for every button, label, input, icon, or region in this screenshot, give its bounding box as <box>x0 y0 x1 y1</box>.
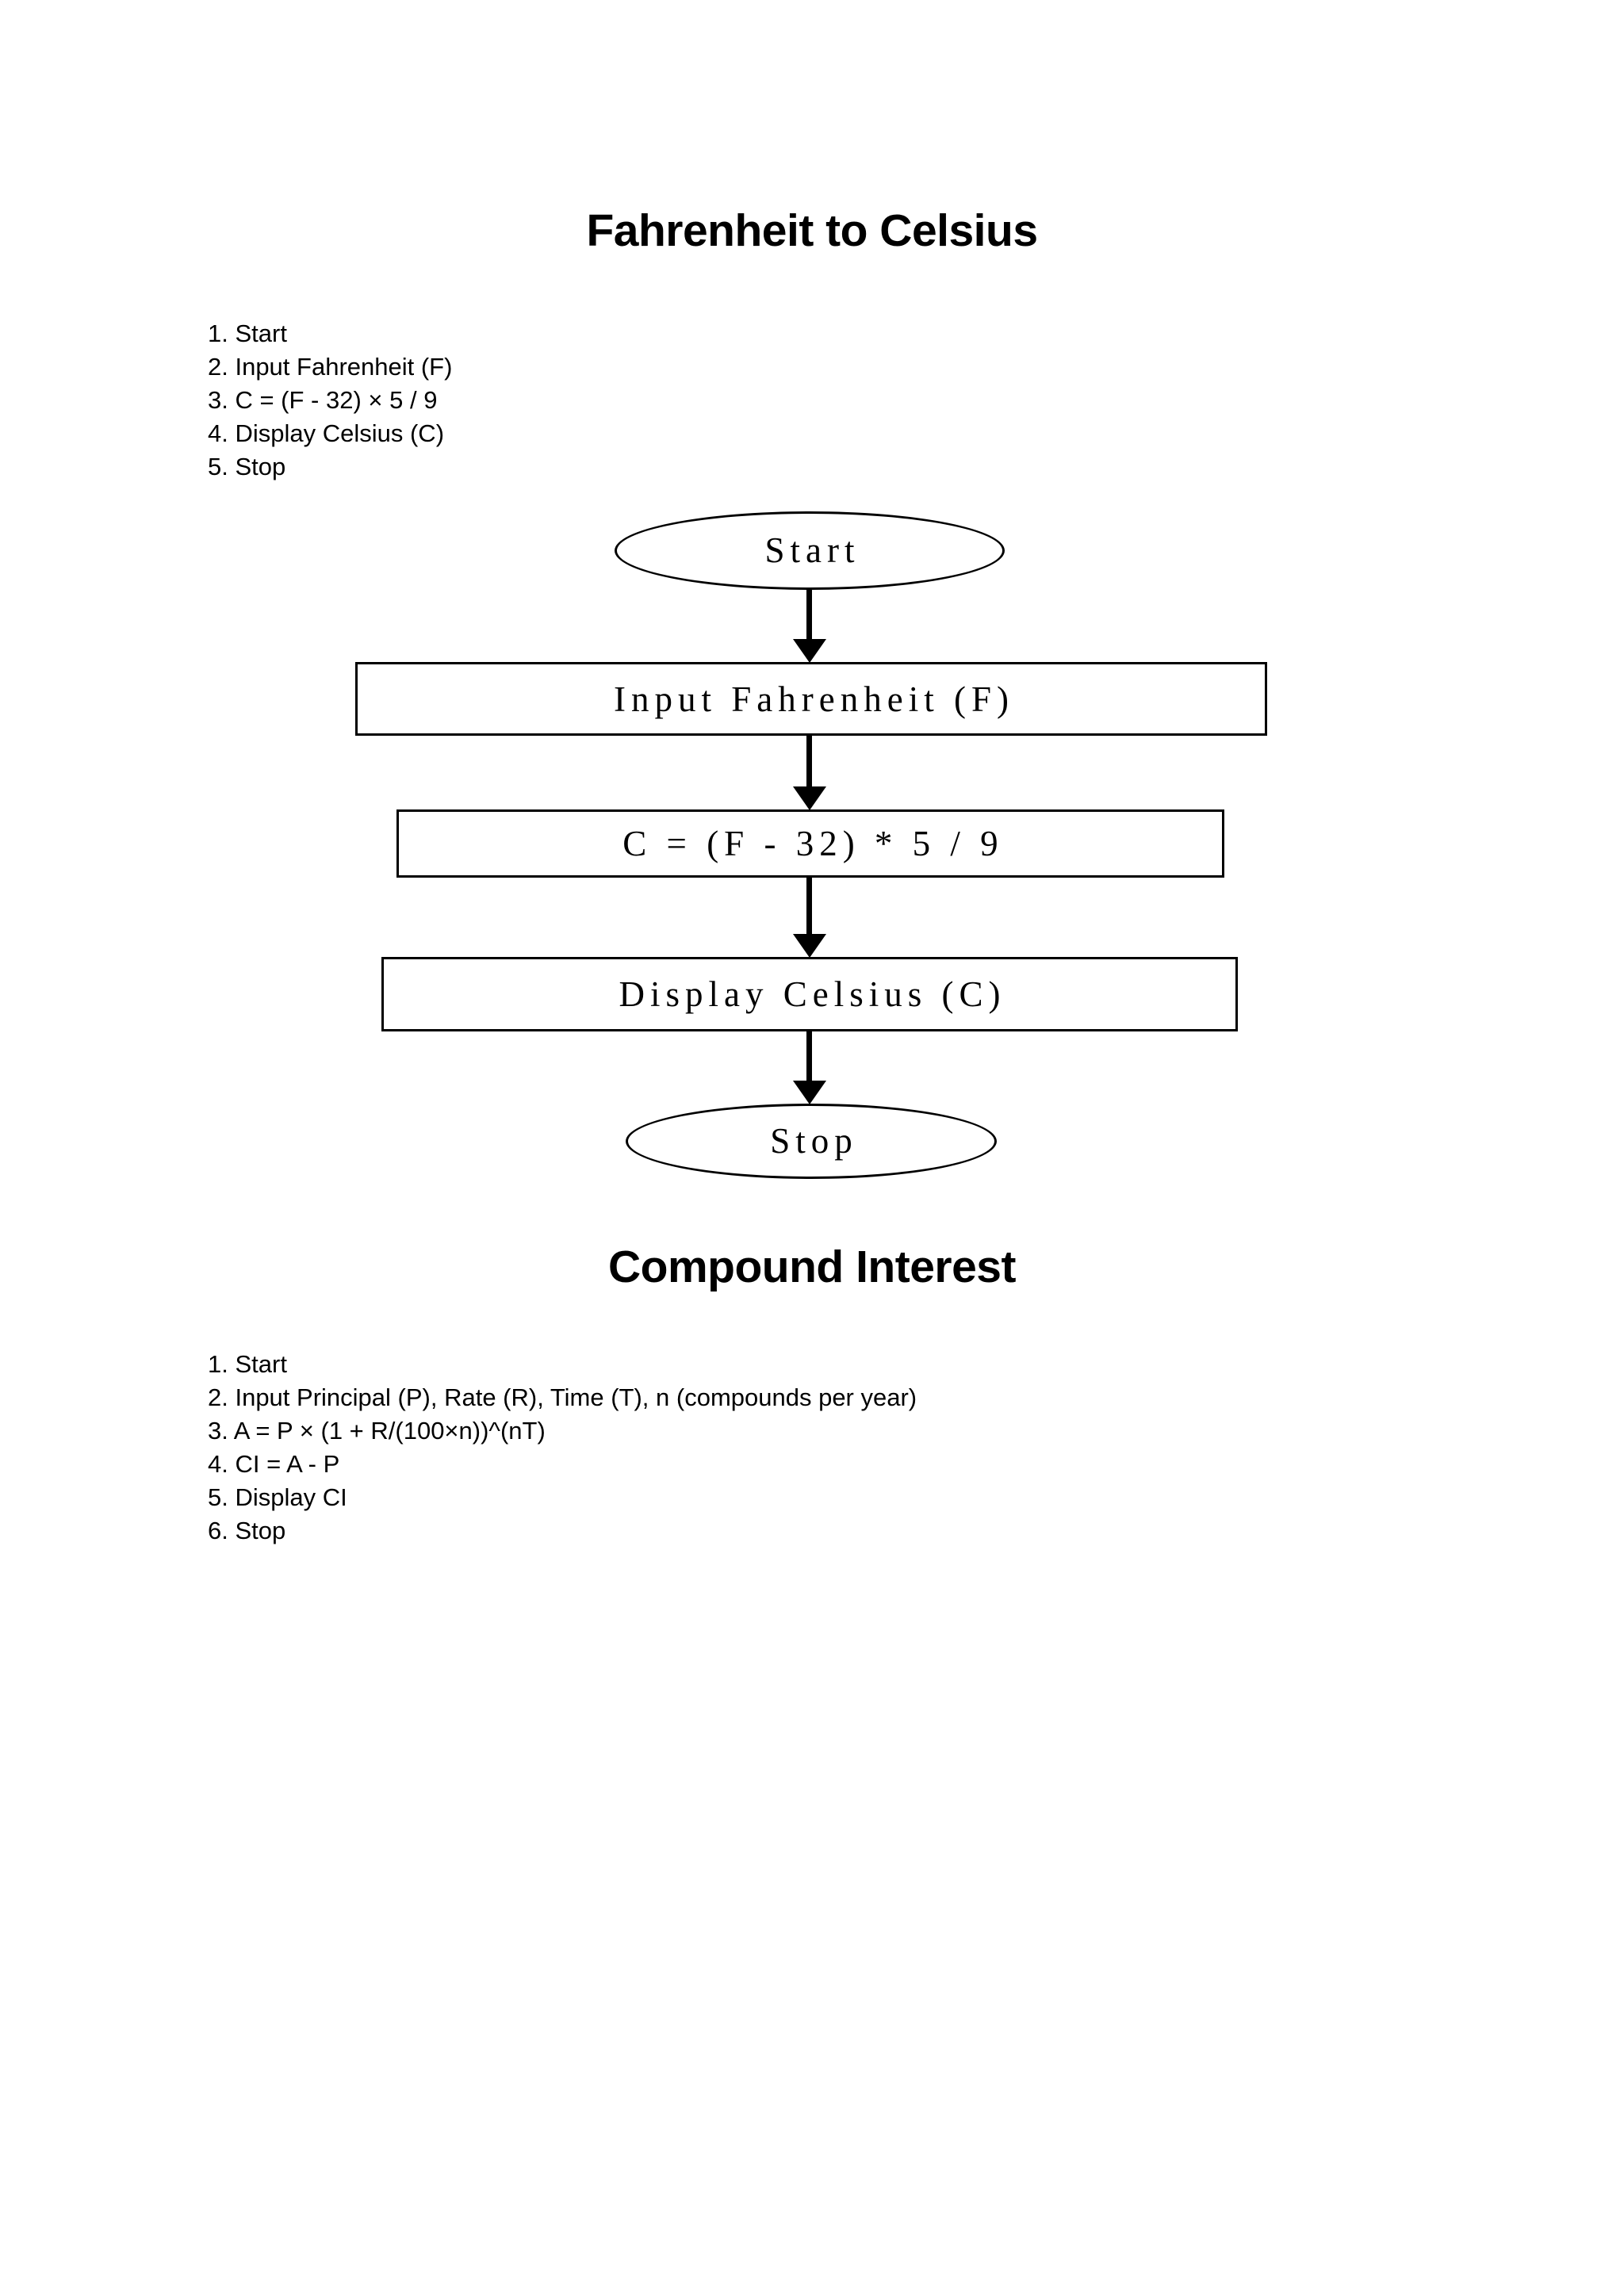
flowchart-edge-formula-to-display <box>806 878 812 934</box>
arrow-down-icon <box>793 639 826 663</box>
steps-list-fahrenheit: 1. Start 2. Input Fahrenheit (F) 3. C = … <box>208 317 452 484</box>
step-item: 5. Stop <box>208 453 286 480</box>
step-item: 4. Display Celsius (C) <box>208 419 445 447</box>
flowchart-node-label: Stop <box>770 1120 858 1161</box>
step-item: 3. A = P × (1 + R/(100×n))^(nT) <box>208 1417 546 1445</box>
arrow-down-icon <box>793 1081 826 1104</box>
flowchart-node-stop: Stop <box>626 1104 997 1179</box>
step-item: 1. Start <box>208 320 287 347</box>
step-item: 4. CI = A - P <box>208 1450 340 1478</box>
flowchart-node-label: Input Fahrenheit (F) <box>614 679 1014 719</box>
flowchart-node-input-fahrenheit: Input Fahrenheit (F) <box>355 662 1267 736</box>
flowchart-edge-display-to-stop <box>806 1031 812 1081</box>
flowchart-node-label: Display Celsius (C) <box>619 974 1006 1014</box>
arrow-down-icon <box>793 934 826 958</box>
flowchart-node-display-celsius: Display Celsius (C) <box>381 957 1238 1031</box>
flowchart-node-label: C = (F - 32) * 5 / 9 <box>622 824 1004 863</box>
section-title-fahrenheit: Fahrenheit to Celsius <box>586 205 1038 256</box>
step-item: 1. Start <box>208 1350 287 1378</box>
flowchart-node-start: Start <box>615 511 1005 590</box>
flowchart-node-formula: C = (F - 32) * 5 / 9 <box>396 809 1224 878</box>
flowchart-edge-input-to-formula <box>806 736 812 786</box>
section-title-compound-interest: Compound Interest <box>608 1242 1017 1292</box>
steps-list-compound-interest: 1. Start 2. Input Principal (P), Rate (R… <box>208 1348 917 1548</box>
flowchart-edge-start-to-input <box>806 590 812 639</box>
step-item: 3. C = (F - 32) × 5 / 9 <box>208 386 438 414</box>
step-item: 6. Stop <box>208 1517 286 1544</box>
step-item: 2. Input Principal (P), Rate (R), Time (… <box>208 1383 917 1411</box>
flowchart-node-label: Start <box>764 530 860 570</box>
arrow-down-icon <box>793 786 826 810</box>
step-item: 2. Input Fahrenheit (F) <box>208 353 453 381</box>
step-item: 5. Display CI <box>208 1483 347 1511</box>
